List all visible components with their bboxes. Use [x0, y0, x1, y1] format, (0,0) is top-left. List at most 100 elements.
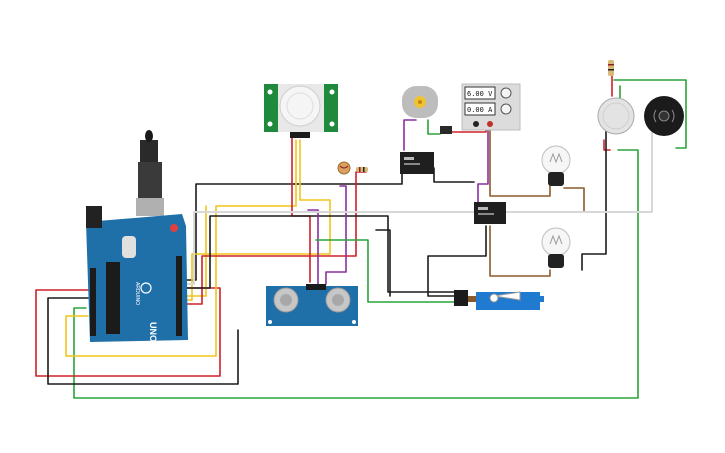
servo-hub	[489, 293, 499, 303]
servo-connector	[454, 290, 468, 306]
arduino-model: UNO	[148, 322, 158, 342]
power-jack	[86, 206, 102, 228]
resistor-1-band2	[363, 167, 365, 172]
servo-flange	[472, 296, 544, 302]
wire-red-buzzer[interactable]	[603, 139, 611, 151]
wire-brown-3[interactable]	[563, 187, 585, 213]
voltage-knob[interactable]	[500, 87, 512, 99]
buzzer-waves	[653, 109, 675, 123]
pir-dome-ring	[286, 92, 314, 120]
light-bulb-2[interactable]	[541, 227, 571, 268]
pir-pins	[290, 132, 310, 138]
usb-plug	[145, 130, 153, 142]
bulb-2-filament	[549, 234, 563, 246]
servo-wires	[468, 296, 476, 302]
bulb-2-glass	[541, 227, 571, 257]
header-left	[90, 268, 96, 336]
pir-hole-1	[267, 89, 273, 95]
wire-green-top[interactable]	[613, 79, 687, 149]
potentiometer[interactable]	[597, 97, 635, 135]
wire-black-relay1[interactable]	[433, 167, 475, 183]
relay-2-label2	[478, 213, 494, 215]
relay-1-label	[404, 157, 414, 160]
motor-shaft-center	[418, 100, 422, 104]
dc-motor[interactable]	[402, 86, 438, 118]
ultrasonic-hole-1	[268, 320, 272, 324]
ultrasonic-sensor[interactable]	[266, 284, 358, 326]
wire-brown-1[interactable]	[489, 123, 551, 197]
servo-horn[interactable]	[493, 291, 521, 301]
arduino-board[interactable]: UNO ARDUINO	[86, 130, 188, 342]
resistor-1-body	[356, 167, 368, 172]
voltage-display	[464, 86, 496, 100]
current-readout: 0.00 A	[467, 106, 493, 114]
resistor-2[interactable]	[608, 60, 614, 76]
photoresistor[interactable]	[337, 161, 351, 175]
relay-2[interactable]	[474, 202, 506, 224]
arduino-logo	[140, 282, 152, 294]
wires	[35, 65, 687, 399]
pir-sensor[interactable]	[264, 84, 338, 138]
wire-black-potentio[interactable]	[581, 119, 607, 271]
wire-white[interactable]	[185, 119, 653, 285]
wire-green-servo[interactable]	[315, 239, 457, 303]
current-display	[464, 102, 496, 116]
arduino-brand: ARDUINO	[134, 282, 140, 305]
bulb-1-glass	[541, 145, 571, 175]
current-knob[interactable]	[500, 103, 512, 115]
wire-red-mid[interactable]	[185, 171, 367, 305]
wire-black-servo[interactable]	[185, 215, 455, 293]
reset-button[interactable]	[170, 224, 178, 232]
usb-port	[136, 198, 164, 216]
wire-purple-2[interactable]	[325, 185, 347, 285]
relay-2-label	[478, 207, 488, 210]
buzzer[interactable]	[644, 96, 684, 136]
buzzer-center	[658, 110, 670, 122]
supply-terminal-pos[interactable]	[487, 121, 493, 127]
wire-red-left[interactable]	[35, 287, 221, 377]
wire-yellow-mid[interactable]	[185, 139, 331, 301]
ultrasonic-pins	[306, 284, 326, 290]
header-right	[176, 256, 182, 336]
relay-1[interactable]	[400, 152, 434, 174]
wire-black-left[interactable]	[47, 297, 239, 385]
resistor-2-body	[608, 60, 614, 76]
wire-purple-supply[interactable]	[477, 129, 489, 205]
pir-hole-2	[267, 121, 273, 127]
wire-black-arduino[interactable]	[185, 165, 403, 281]
ultrasonic-eye-right-inner	[332, 294, 344, 306]
voltage-readout: 6.00 V	[467, 90, 493, 98]
photoresistor-track	[339, 165, 349, 169]
wire-yellow-left[interactable]	[65, 139, 297, 357]
arduino-cap	[122, 236, 136, 258]
pir-hole-3	[329, 89, 335, 95]
relay-1-label2	[404, 163, 420, 165]
wire-purple-1[interactable]	[307, 209, 319, 285]
resistor-1[interactable]	[356, 167, 368, 172]
resistor-2-band2	[608, 69, 614, 71]
bulb-1-filament	[549, 152, 563, 164]
pir-hole-4	[329, 121, 335, 127]
potentiometer-ring	[602, 102, 630, 130]
arduino-pcb	[86, 214, 188, 342]
wire-brown-2[interactable]	[489, 225, 551, 277]
power-supply[interactable]: 6.00 V 0.00 A	[461, 83, 521, 131]
bulb-1-base	[548, 172, 564, 186]
supply-terminal-neg[interactable]	[473, 121, 479, 127]
servo-motor[interactable]	[454, 290, 544, 310]
arduino-chip	[106, 262, 120, 334]
slide-switch[interactable]	[440, 126, 452, 134]
wire-black-relay2[interactable]	[427, 225, 487, 297]
wire-green-motor[interactable]	[427, 119, 441, 135]
wire-green-bottom[interactable]	[73, 149, 639, 399]
usb-cable	[140, 140, 158, 162]
wire-purple-motor[interactable]	[403, 119, 417, 151]
light-bulb-1[interactable]	[541, 145, 571, 186]
pir-dome	[279, 85, 321, 127]
usb-connector	[138, 162, 162, 200]
ultrasonic-eye-left-inner	[280, 294, 292, 306]
ultrasonic-hole-2	[352, 320, 356, 324]
wire-black-servo2[interactable]	[375, 229, 391, 297]
resistor-1-band	[359, 167, 361, 172]
